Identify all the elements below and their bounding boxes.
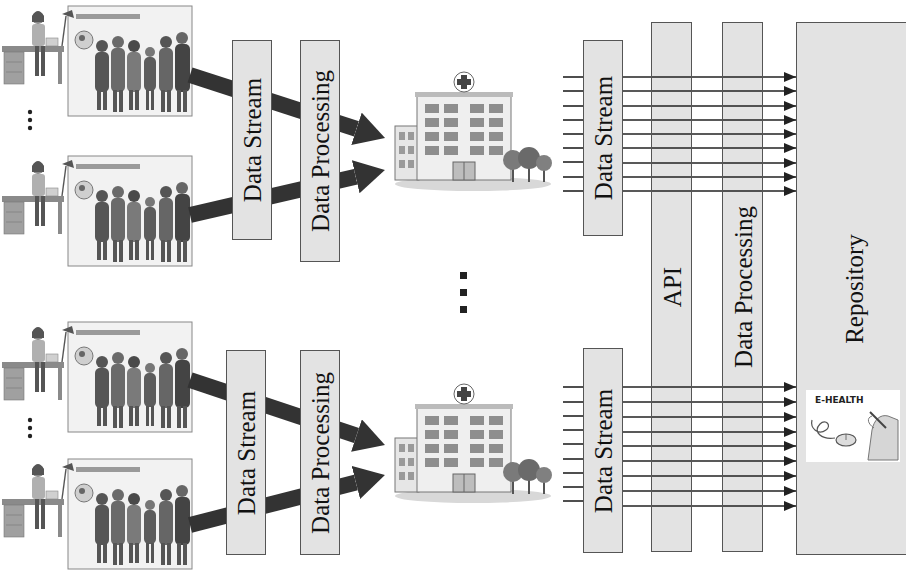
- box-label: Data Processing: [308, 372, 333, 534]
- flow-arrow: [623, 119, 796, 121]
- flow-arrow: [623, 90, 796, 92]
- processing-band: Data Processing: [722, 22, 763, 552]
- flow-arrow: [623, 176, 796, 178]
- flow-arrow: [623, 401, 796, 403]
- flow-arrow: [623, 445, 796, 447]
- flow-arrow: [623, 386, 796, 388]
- stream-box: Data Stream: [583, 348, 623, 553]
- box-label: Data Stream: [234, 390, 259, 514]
- flow-arrow: [623, 147, 796, 149]
- flow-arrow: [623, 431, 796, 433]
- flow-arrow: [623, 505, 796, 507]
- flow-arrow: [623, 460, 796, 462]
- api-band: API: [651, 22, 692, 552]
- flow-arrow: [623, 133, 796, 135]
- data-flow-arrows: [623, 77, 796, 191]
- flow-arrow: [623, 490, 796, 492]
- flow-arrow: [623, 105, 796, 107]
- flow-arrow: [623, 190, 796, 192]
- stream-box: Data Stream: [226, 350, 266, 555]
- box-label: Data Processing: [308, 70, 333, 232]
- processing-box: Data Processing: [300, 350, 340, 555]
- flow-arrow: [623, 475, 796, 477]
- stream-box: Data Stream: [232, 40, 272, 240]
- picture-label: E-HEALTH: [815, 395, 863, 405]
- repository-box: Repository: [796, 22, 906, 555]
- box-label: Repository: [842, 234, 867, 344]
- processing-box: Data Processing: [300, 40, 340, 262]
- flow-arrow: [623, 162, 796, 164]
- box-label: Data Stream: [240, 78, 265, 202]
- data-flow-arrows: [623, 387, 796, 506]
- stream-box: Data Stream: [583, 40, 623, 236]
- flow-arrow: [623, 76, 796, 78]
- box-label: Data Stream: [591, 388, 616, 512]
- flow-arrow: [623, 416, 796, 418]
- box-label: Data Stream: [591, 76, 616, 200]
- box-label: API: [659, 267, 684, 307]
- box-label: Data Processing: [730, 206, 755, 368]
